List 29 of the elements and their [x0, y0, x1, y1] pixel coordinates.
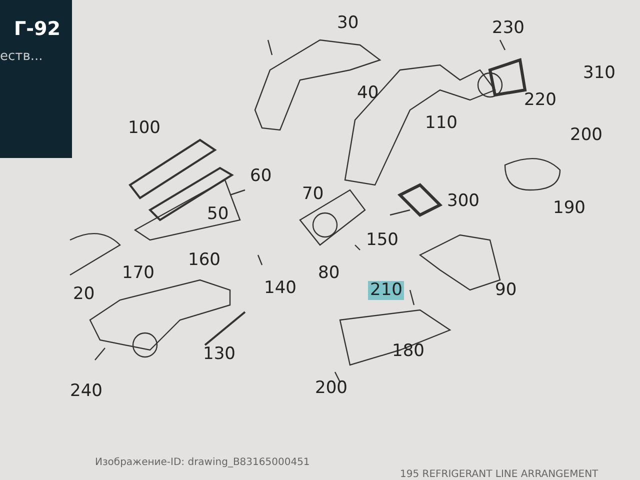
callout-number: 190: [553, 200, 586, 217]
callout-number: 100: [128, 120, 160, 137]
callout-number: 200: [570, 127, 602, 144]
callout-number: 300: [447, 193, 480, 210]
overlay-label: Г-92: [14, 20, 60, 39]
callout-number: 220: [524, 92, 556, 109]
callout-number: 50: [207, 206, 229, 223]
callout-number: 40: [357, 85, 379, 102]
callout-number: 30: [337, 15, 359, 32]
callout-number: 210: [368, 281, 404, 300]
image-id-caption: Изображение-ID: drawing_B83165000451: [95, 458, 310, 468]
callout-number: 230: [492, 20, 524, 37]
callout-number: 20: [73, 286, 95, 303]
callout-number: 110: [425, 115, 458, 132]
callout-number: 80: [318, 265, 340, 282]
callout-number: 160: [188, 252, 220, 269]
callout-number: 200: [315, 380, 348, 397]
callout-number: 140: [264, 280, 296, 297]
section-title: 195 REFRIGERANT LINE ARRANGEMENT: [400, 470, 598, 480]
callout-number: 90: [495, 282, 517, 299]
callout-number: 60: [250, 168, 272, 185]
callout-number: 240: [70, 383, 102, 400]
sidebar-text: еств...: [0, 50, 43, 63]
callout-number: 150: [366, 232, 398, 249]
callout-number: 180: [392, 343, 424, 360]
callout-number: 130: [203, 346, 236, 363]
callout-number: 170: [122, 265, 154, 282]
callout-number: 310: [583, 65, 616, 82]
callout-number: 70: [302, 186, 324, 203]
